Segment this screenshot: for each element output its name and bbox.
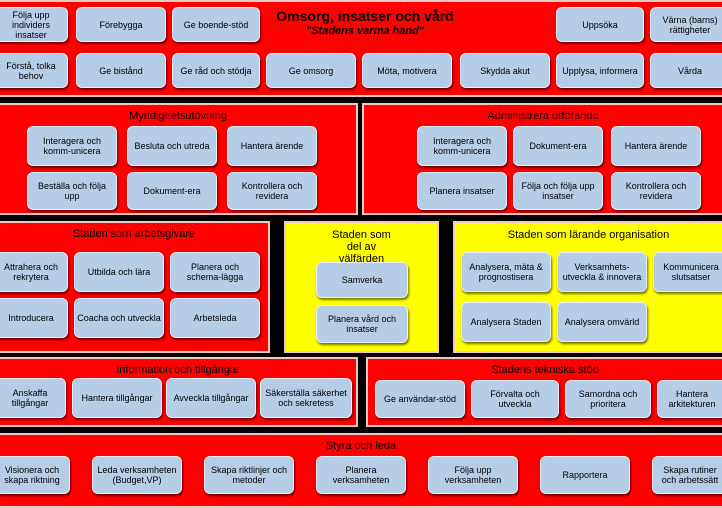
process-box[interactable]: Följa och följa upp insatser <box>513 172 603 210</box>
process-box[interactable]: Skapa riktlinjer och metoder <box>204 456 294 494</box>
panel-title: Information och tillgångar <box>116 364 240 376</box>
process-box[interactable]: Analysera Staden <box>461 302 551 342</box>
process-box[interactable]: Attrahera och rekrytera <box>0 252 68 292</box>
process-box[interactable]: Förvalta och utveckla <box>471 380 559 418</box>
process-box[interactable]: Dokument-era <box>127 172 217 210</box>
panel-title: Myndighetsutövning <box>129 110 227 122</box>
process-box[interactable]: Dokument-era <box>513 126 603 166</box>
process-box[interactable]: Samverka <box>316 262 408 298</box>
process-box[interactable]: Avveckla tillgångar <box>166 378 256 418</box>
process-box[interactable]: Analysera omvärld <box>557 302 647 342</box>
process-box[interactable]: Säkerställa säkerhet och sekretess <box>260 378 352 418</box>
process-box[interactable]: Följa upp individers insatser <box>0 7 68 42</box>
process-box[interactable]: Skydda akut <box>460 53 550 88</box>
process-box[interactable]: Samordna och prioritera <box>565 380 651 418</box>
process-box[interactable]: Uppsöka <box>556 7 644 42</box>
process-box[interactable]: Ge boende-stöd <box>172 7 260 42</box>
process-box[interactable]: Planera verksamheten <box>316 456 406 494</box>
process-box[interactable]: Interagera och komm-unicera <box>27 126 117 166</box>
panel-title: Staden som arbetsgivare <box>72 228 196 240</box>
process-box[interactable]: Ge råd och stödja <box>172 53 260 88</box>
process-box[interactable]: Följa upp verksamheten <box>428 456 518 494</box>
process-box[interactable]: Coacha och utveckla <box>74 298 164 338</box>
process-box[interactable]: Visionera och skapa riktning <box>0 456 70 494</box>
process-box[interactable]: Planera vård och insatser <box>316 305 408 343</box>
process-box[interactable]: Hantera arkitekturen <box>657 380 722 418</box>
process-box[interactable]: Upplysa, informera <box>556 53 644 88</box>
panel-title: Staden som del av välfärden <box>332 229 391 265</box>
process-box[interactable]: Ge användar-stöd <box>375 380 465 418</box>
process-box[interactable]: Möta, motivera <box>362 53 452 88</box>
panel-title: Administrera utförande <box>487 110 599 122</box>
process-box[interactable]: Hantera tillgångar <box>72 378 162 418</box>
omsorg-subtitle: "Stadens varma hand" <box>305 25 425 37</box>
process-box[interactable]: Förstå, tolka behov <box>0 53 68 88</box>
process-box[interactable]: Analysera, mäta & prognostisera <box>461 252 551 292</box>
process-box[interactable]: Rapportera <box>540 456 630 494</box>
process-box[interactable]: Anskaffa tillgångar <box>0 378 66 418</box>
process-box[interactable]: Besluta och utreda <box>127 126 217 166</box>
process-box[interactable]: Vårda <box>650 53 722 88</box>
panel-valfarden: Staden som del av välfärden <box>284 221 439 353</box>
process-box[interactable]: Hantera ärende <box>611 126 701 166</box>
process-box[interactable]: Planera och schema-lägga <box>170 252 260 292</box>
process-box[interactable]: Interagera och komm-unicera <box>417 126 507 166</box>
process-box[interactable]: Ge bistånd <box>76 53 166 88</box>
process-box[interactable]: Ge omsorg <box>266 53 356 88</box>
process-box[interactable]: Kontrollera och revidera <box>227 172 317 210</box>
panel-title: Staden som lärande organisation <box>507 229 670 241</box>
process-box[interactable]: Förebygga <box>76 7 166 42</box>
process-box[interactable]: Kontrollera och revidera <box>611 172 701 210</box>
omsorg-title: Omsorg, insatser och vård <box>276 8 454 24</box>
process-box[interactable]: Verksamhets-utveckla & innovera <box>557 252 647 292</box>
process-box[interactable]: Hantera ärende <box>227 126 317 166</box>
process-box[interactable]: Arbetsleda <box>170 298 260 338</box>
process-box[interactable]: Värna (barns) rättigheter <box>650 7 722 42</box>
panel-title: Styra och leda <box>325 440 397 452</box>
process-box[interactable]: Kommunicera slutsatser <box>653 252 722 292</box>
process-box[interactable]: Beställa och följa upp <box>27 172 117 210</box>
process-box[interactable]: Planera insatser <box>417 172 507 210</box>
panel-title: Stadens tekniska stöd <box>491 364 599 376</box>
process-box[interactable]: Leda verksamheten (Budget,VP) <box>92 456 182 494</box>
process-box[interactable]: Skapa rutiner och arbetssätt <box>652 456 722 494</box>
process-box[interactable]: Introducera <box>0 298 68 338</box>
process-box[interactable]: Utbilda och lära <box>74 252 164 292</box>
